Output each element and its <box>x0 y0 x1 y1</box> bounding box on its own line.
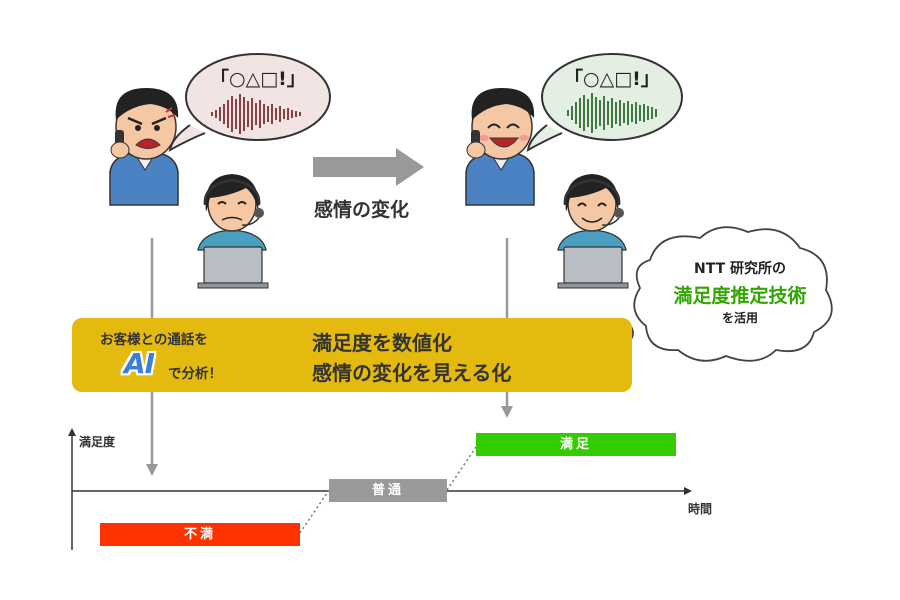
speech-bubble-happy <box>526 53 683 152</box>
speech-text-angry: 「○△□!」 <box>210 68 306 90</box>
level-connectors <box>299 446 477 534</box>
waveform-angry <box>211 94 301 134</box>
banner-right-line1: 満足度を数値化 <box>312 331 452 355</box>
cloud-line1: NTT 研究所の <box>693 261 786 277</box>
x-axis-label: 時間 <box>688 502 713 516</box>
level-bar-unsatisfied: 不満 <box>100 523 300 546</box>
banner-right-line2: 感情の変化を見える化 <box>312 361 512 385</box>
ai-logo-text: AI <box>124 347 155 380</box>
level-bar-satisfied: 満足 <box>476 433 676 456</box>
smiling-operator-illustration <box>557 174 629 289</box>
angry-customer-illustration <box>109 88 179 206</box>
cloud-line3: を活用 <box>721 311 758 325</box>
transition-arrow <box>313 148 424 186</box>
y-axis-label: 満足度 <box>79 435 116 449</box>
transition-label: 感情の変化 <box>314 199 410 221</box>
worried-operator-illustration <box>197 174 269 289</box>
speech-text-happy: 「○△□!」 <box>564 68 660 90</box>
cloud-line2: 満足度推定技術 <box>673 285 807 307</box>
banner-left-line1: お客様との通話を <box>100 332 208 348</box>
waveform-happy <box>567 93 657 133</box>
speech-bubble-angry <box>168 53 331 152</box>
level-bar-neutral: 普通 <box>329 479 447 502</box>
happy-customer-illustration <box>465 88 535 206</box>
analysis-banner <box>72 318 632 392</box>
banner-left-line2: で分析！ <box>168 366 222 382</box>
